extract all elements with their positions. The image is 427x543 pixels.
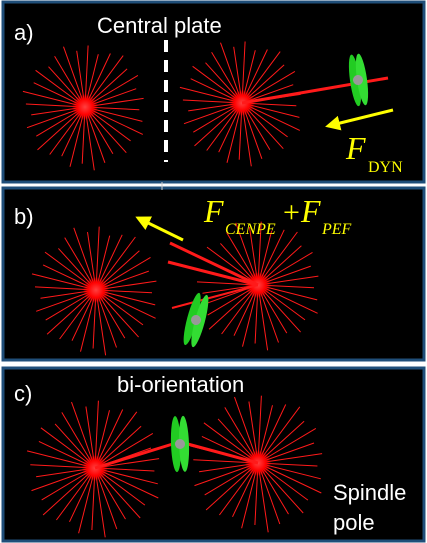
chromosome bbox=[348, 53, 369, 107]
panel-b: b) F CENPE + F PEF bbox=[1, 182, 426, 362]
kinetochore-microtubule bbox=[171, 284, 259, 309]
spindle-pole-right bbox=[189, 395, 323, 533]
force-dyn-symbol: F bbox=[345, 130, 366, 166]
kinetochore-microtubule bbox=[167, 260, 259, 287]
panel-c-frame bbox=[1, 366, 426, 543]
spindle-pole-label-line1: Spindle bbox=[333, 480, 406, 505]
panel-c-title: bi-orientation bbox=[117, 372, 244, 397]
force-dyn-subscript: DYN bbox=[368, 159, 403, 176]
panel-b-label: b) bbox=[14, 204, 34, 229]
panel-a: a) Central plate F DYN bbox=[1, 0, 426, 184]
force-cenpe-pef-arrow bbox=[135, 216, 184, 242]
panel-c: c) bi-orientation Spindle pole bbox=[1, 366, 426, 543]
force-pef-subscript: PEF bbox=[321, 221, 352, 238]
force-pef-symbol: F bbox=[300, 193, 321, 229]
force-plus-sign: + bbox=[283, 196, 300, 229]
force-dyn-arrow bbox=[325, 108, 394, 131]
panel-a-label: a) bbox=[14, 20, 34, 45]
force-cenpe-subscript: CENPE bbox=[225, 221, 276, 238]
spindle-pole-right bbox=[193, 221, 319, 351]
chromosome bbox=[170, 415, 190, 473]
centrosome bbox=[72, 94, 98, 120]
panel-a-title: Central plate bbox=[97, 13, 222, 38]
panel-c-label: c) bbox=[14, 381, 32, 406]
spindle-pole-label-line2: pole bbox=[333, 510, 375, 535]
centrosome bbox=[83, 277, 109, 303]
kinetochore-microtubule bbox=[94, 441, 177, 470]
spindle-pole-left bbox=[22, 45, 144, 171]
kinetochore-microtubule bbox=[183, 441, 259, 465]
kinetochore-microtubule bbox=[169, 241, 259, 287]
spindle-pole-left bbox=[31, 226, 157, 356]
chromosome bbox=[183, 292, 209, 348]
force-cenpe-symbol: F bbox=[203, 193, 224, 229]
